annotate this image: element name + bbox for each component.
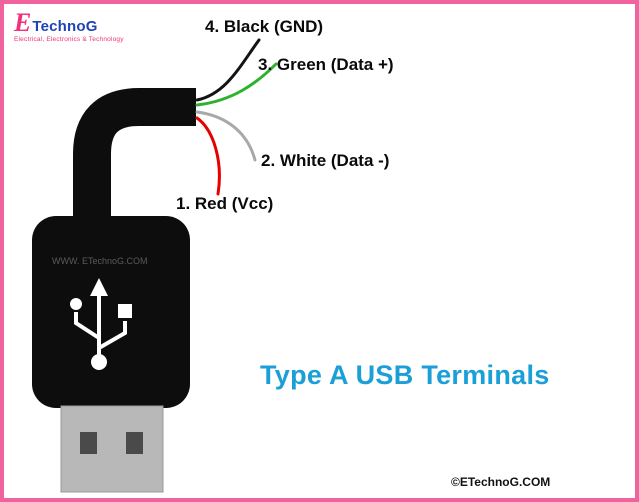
- wire-white: [195, 110, 257, 162]
- usb-body: [32, 216, 190, 408]
- logo-wordmark: TechnoG: [32, 18, 98, 35]
- wire-fan: [195, 38, 278, 196]
- logo-tagline: Electrical, Electronics & Technology: [14, 36, 124, 43]
- wire-black: [195, 38, 261, 102]
- plug-contact-hole-right: [126, 432, 143, 454]
- usb-trident-icon: [70, 278, 132, 370]
- usb-connector-illustration: WWW. ETechnoG.COM: [32, 38, 278, 493]
- usb-cable: [73, 88, 196, 244]
- label-black-gnd: 4. Black (GND): [205, 17, 324, 36]
- brand-logo: E TechnoG Electrical, Electronics & Tech…: [14, 10, 124, 44]
- wire-green: [195, 62, 278, 107]
- copyright-text: ©ETechnoG.COM: [451, 475, 551, 489]
- label-red-vcc: 1. Red (Vcc): [176, 194, 274, 213]
- usb-metal-plug: [60, 405, 164, 493]
- plug-contact-hole-left: [80, 432, 97, 454]
- logo-initial: E: [14, 8, 32, 37]
- body-watermark: WWW. ETechnoG.COM: [52, 256, 148, 266]
- diagram-title: Type A USB Terminals: [260, 360, 550, 390]
- label-green-data-plus: 3. Green (Data +): [258, 55, 394, 74]
- label-white-data-minus: 2. White (Data -): [261, 151, 390, 170]
- wire-red: [195, 116, 221, 196]
